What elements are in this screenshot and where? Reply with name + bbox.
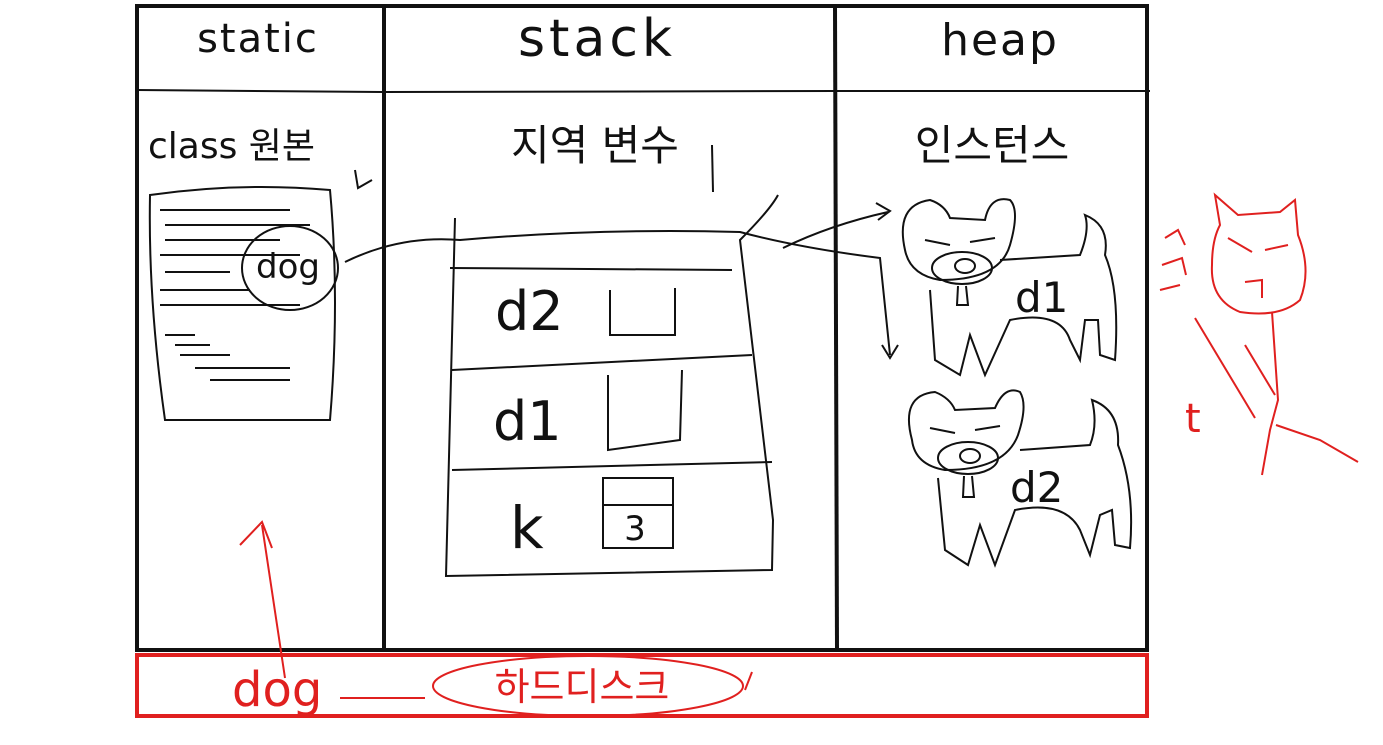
hard-disk-label-ring	[432, 655, 744, 717]
instance-label: d2	[1010, 463, 1063, 512]
frame-name: d1	[493, 390, 562, 453]
figure-text: t	[1185, 396, 1201, 442]
class-to-heap-arrow	[344, 230, 899, 360]
dog-instance-d2: d2	[907, 389, 1133, 568]
memory-box	[135, 4, 1149, 652]
dog-instance-d1: d1	[901, 198, 1118, 378]
cat-person-icon	[1159, 192, 1359, 476]
reference-box	[609, 288, 676, 336]
dog-icon	[901, 198, 1118, 378]
stack-subtitle: 지역 변수	[511, 121, 679, 170]
stack-frame-box	[444, 194, 779, 578]
reference-box	[607, 369, 683, 452]
load-arrow	[239, 520, 286, 679]
stack-frame-k: k 3	[510, 477, 674, 562]
static-header: static	[197, 16, 319, 62]
subtitle-stroke	[711, 144, 714, 193]
class-name: dog	[256, 247, 320, 287]
hard-disk-box	[135, 653, 1149, 718]
instance-label: d1	[1015, 273, 1068, 322]
stack-header: stack	[518, 9, 676, 69]
static-subtitle: class 원본	[148, 126, 315, 167]
hard-disk-file: dog	[232, 662, 322, 718]
hard-disk-label: 하드디스크	[495, 665, 670, 709]
frame-name: k	[510, 494, 544, 562]
subtitle-squiggle	[354, 169, 373, 190]
heap-header: heap	[941, 15, 1059, 66]
value-box	[602, 477, 674, 549]
heap-subtitle: 인스턴스	[915, 121, 1070, 170]
stack-frame-d2: d2	[495, 280, 676, 343]
dog-icon	[907, 389, 1133, 568]
stack-frame-d1: d1	[493, 369, 683, 453]
frame-name: d2	[495, 280, 564, 343]
class-document	[148, 185, 339, 421]
frame-value: 3	[624, 509, 646, 549]
header-divider	[136, 89, 1150, 94]
stack-to-heap-arrow	[782, 202, 892, 249]
